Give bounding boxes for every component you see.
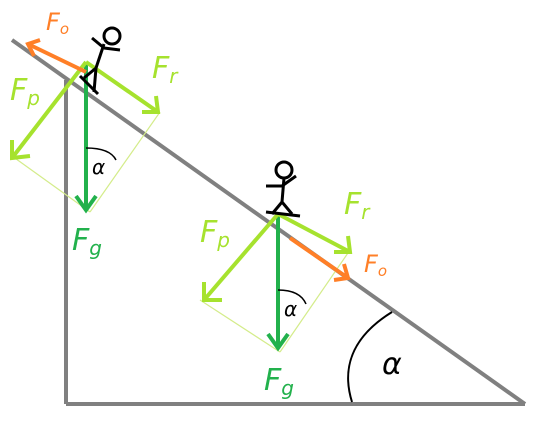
guide-line — [89, 111, 161, 213]
angle-arc — [85, 147, 117, 161]
parallel-arrowhead — [142, 95, 161, 114]
parallel-label: Fr — [344, 187, 371, 224]
gravity-arrowhead — [266, 332, 290, 352]
gravity-arrowhead — [74, 194, 98, 214]
perpendicular-label: Fp — [200, 215, 230, 252]
incline-angle-label: α — [382, 347, 402, 382]
guide-line — [199, 299, 281, 353]
lower-force-system — [202, 212, 353, 352]
perpendicular-label: Fp — [10, 73, 40, 110]
friction-arrowhead — [25, 38, 41, 57]
parallel-arrowhead — [334, 235, 353, 254]
lower-skier-figure — [265, 160, 301, 218]
parallel-vector — [84, 60, 160, 114]
perpendicular-arrowhead — [10, 140, 31, 161]
upper-force-system — [10, 38, 161, 214]
friction-arrowhead — [333, 263, 351, 282]
parallel-label: Fr — [152, 51, 179, 88]
incline-angle-arc — [347, 311, 393, 403]
parallel-vector — [277, 212, 351, 254]
guide-line — [279, 249, 351, 353]
upper-skier-figure — [78, 26, 122, 96]
friction-vector — [288, 236, 350, 280]
gravity-label: Fg — [264, 363, 294, 400]
friction-label: Fo — [364, 250, 387, 280]
perpendicular-vector — [202, 212, 280, 302]
gravity-label: Fg — [72, 223, 102, 260]
angle-label: α — [284, 297, 297, 321]
perpendicular-arrowhead — [202, 282, 222, 302]
friction-label: Fo — [46, 8, 69, 38]
perpendicular-vector — [10, 60, 88, 160]
angle-label: α — [92, 155, 105, 179]
friction-vector — [27, 42, 87, 74]
construction-lines — [11, 111, 351, 353]
guide-line — [11, 155, 91, 213]
angle-arc — [277, 289, 307, 305]
